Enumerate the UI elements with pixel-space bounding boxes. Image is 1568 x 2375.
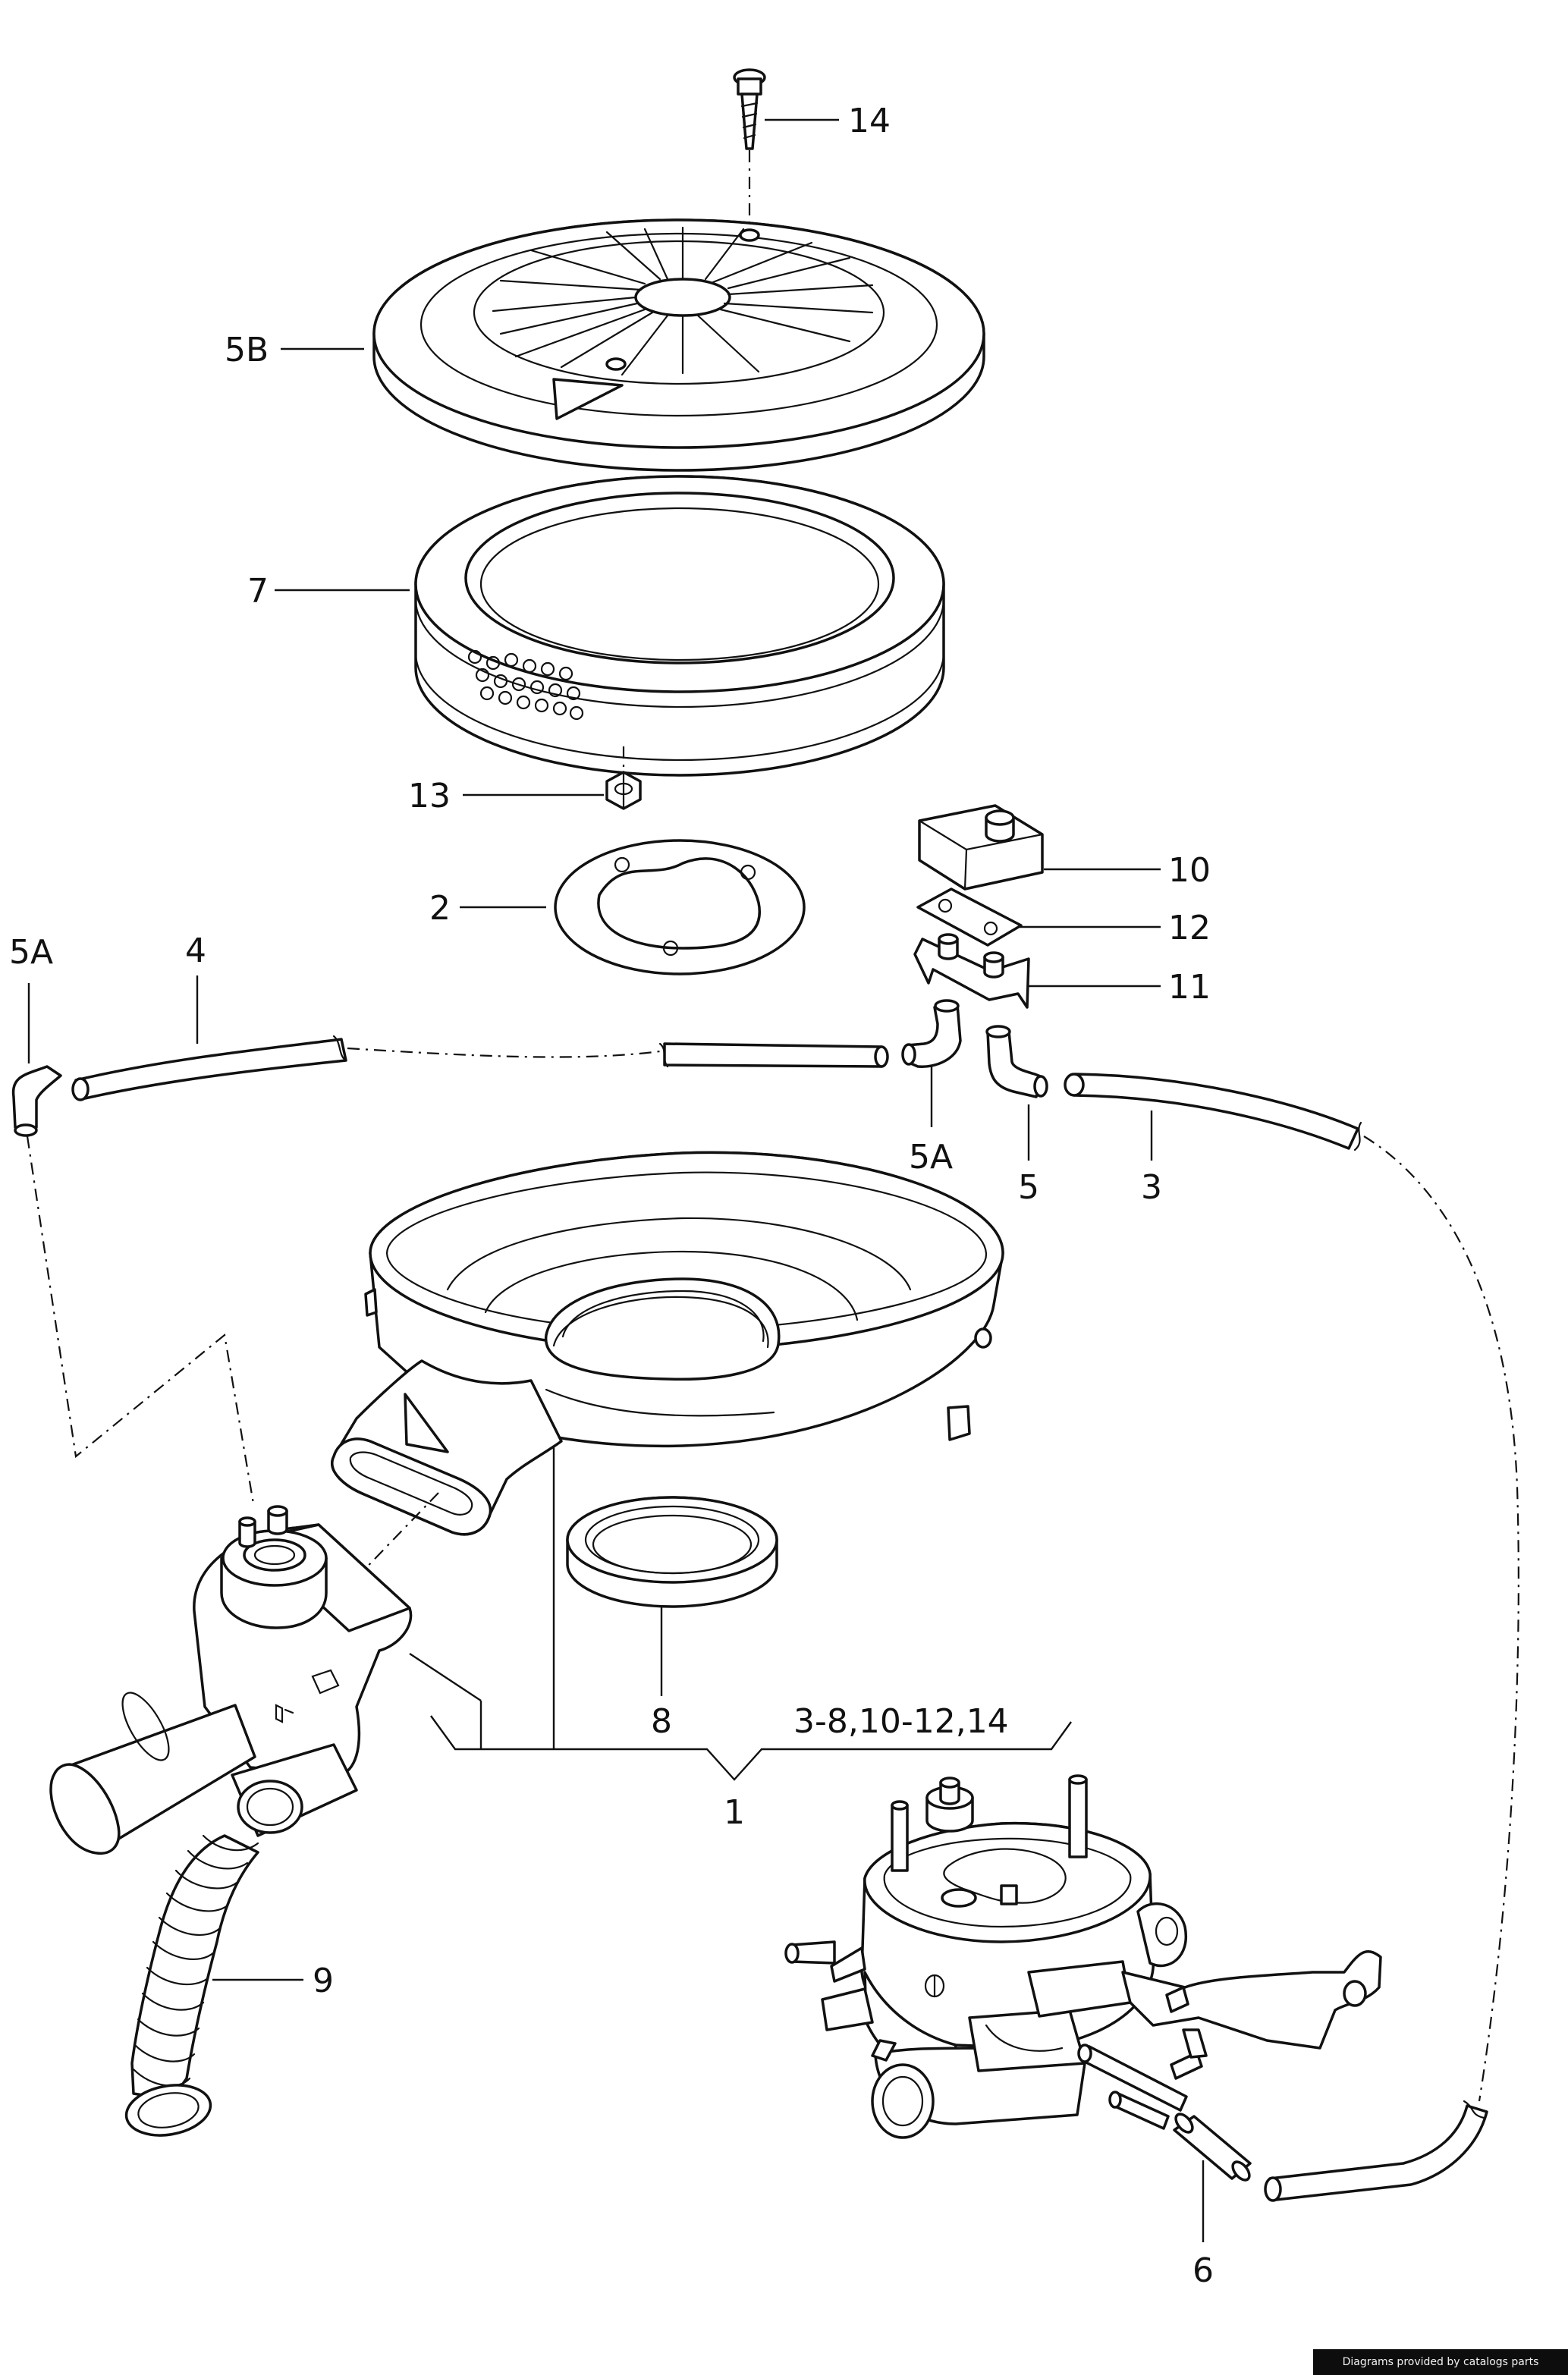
part-4-hose[interactable] — [71, 1035, 347, 1101]
callout-6: 6 — [1192, 2251, 1214, 2290]
part-5a-left-elbow[interactable] — [11, 1065, 62, 1137]
part-9-flex-hose[interactable] — [122, 1834, 259, 2141]
callout-9: 9 — [313, 1962, 334, 2000]
callout-7: 7 — [247, 572, 269, 611]
part-12-valve-plate[interactable] — [916, 887, 1023, 947]
part-3-hose-continued — [1264, 2100, 1488, 2202]
callout-1: 1 — [724, 1793, 745, 1832]
callout-11: 11 — [1168, 968, 1211, 1007]
part-5a-mid-elbow[interactable] — [901, 999, 962, 1068]
part-6-nipple[interactable] — [1173, 2111, 1252, 2183]
part-8-seal-ring[interactable] — [566, 1496, 778, 1608]
part-3-hose[interactable] — [1064, 1073, 1362, 1151]
part-2-gasket[interactable] — [554, 839, 806, 975]
callout-5: 5 — [1018, 1168, 1039, 1207]
part-10-control-valve[interactable] — [918, 804, 1044, 891]
callout-5b: 5B — [225, 331, 269, 369]
intake-preheat-elbow[interactable] — [49, 1505, 413, 1855]
part-11-valve-bracket[interactable] — [913, 933, 1030, 1009]
callout-4: 4 — [185, 931, 206, 970]
part-14-bolt[interactable] — [733, 68, 766, 150]
callout-labels: 14 5B 7 13 2 10 12 11 5A 4 5A 5 3 8 3-8,… — [9, 102, 1214, 2290]
part-1-filter-housing[interactable] — [331, 1151, 1004, 1536]
part-7-filter-element[interactable] — [414, 475, 945, 777]
callout-13: 13 — [408, 777, 451, 815]
callout-12: 12 — [1168, 909, 1211, 947]
callout-14: 14 — [848, 102, 891, 140]
callout-2: 2 — [429, 889, 451, 928]
callout-8: 8 — [651, 1702, 672, 1741]
callout-5a-left: 5A — [9, 933, 53, 972]
part-13-nut[interactable] — [605, 771, 642, 810]
credit-banner: Diagrams provided by catalogs parts — [1313, 2349, 1568, 2375]
part-4-hose-continued — [658, 1042, 889, 1068]
callout-assembly: 3-8,10-12,14 — [793, 1702, 1009, 1741]
callout-10: 10 — [1168, 851, 1211, 890]
part-5-elbow[interactable] — [985, 1025, 1048, 1098]
leader-lines — [27, 118, 1205, 2242]
callout-5a-mid: 5A — [909, 1138, 953, 1177]
callout-3: 3 — [1141, 1168, 1162, 1207]
part-5b-filter-cover[interactable] — [372, 218, 985, 472]
carburettor-assembly — [784, 1774, 1382, 2139]
